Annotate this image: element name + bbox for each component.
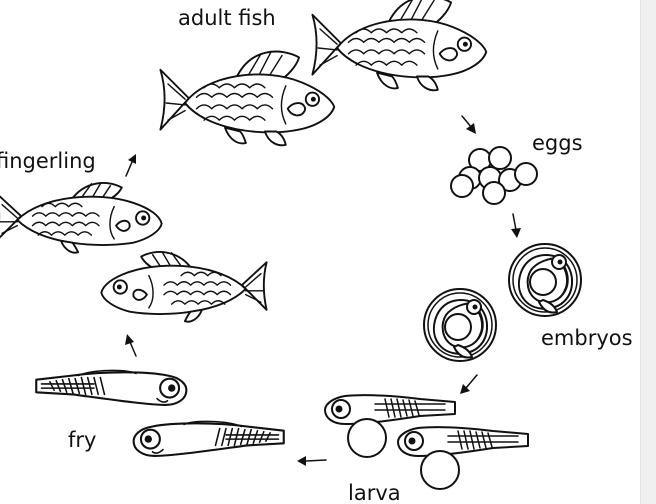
- fry-icon: [132, 420, 285, 457]
- fingerling-fish-icon: [100, 250, 268, 323]
- embryo-icon: [508, 243, 582, 317]
- arrow-icon: [125, 154, 136, 177]
- arrow-icon: [511, 213, 521, 238]
- adult-fish-icon: [159, 50, 336, 147]
- label-embryos: embryos: [541, 326, 633, 350]
- label-fry: fry: [68, 428, 96, 452]
- arrow-icon: [297, 456, 327, 466]
- fingerling-fish-icon: [0, 181, 163, 254]
- label-fingerling: fingerling: [0, 149, 96, 173]
- label-adult-fish: adult fish: [178, 6, 276, 30]
- fish-life-cycle-diagram: adult fish eggs embryos larva fry finger…: [0, 0, 633, 504]
- adult-fish-icon: [311, 0, 488, 92]
- vertical-scrollbar[interactable]: [640, 0, 656, 504]
- fry-icon: [35, 369, 188, 406]
- label-eggs: eggs: [532, 131, 583, 155]
- arrow-icon: [125, 334, 137, 357]
- label-larva: larva: [348, 481, 401, 504]
- larva-icon: [397, 426, 529, 490]
- arrow-icon: [460, 374, 478, 394]
- eggs-cluster-icon: [450, 146, 538, 205]
- arrow-icon: [461, 115, 476, 134]
- embryo-icon: [423, 288, 497, 362]
